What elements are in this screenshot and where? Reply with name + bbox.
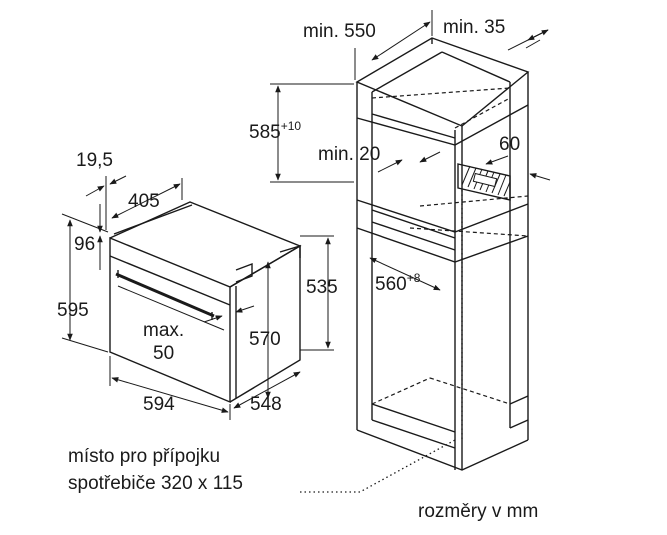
label-19-5: 19,5 bbox=[76, 150, 113, 171]
dimension-lines bbox=[61, 10, 551, 493]
label-570: 570 bbox=[249, 329, 281, 350]
label-560: 560+8 bbox=[375, 271, 421, 295]
label-min-35: min. 35 bbox=[443, 17, 505, 38]
oven-body bbox=[109, 201, 302, 404]
label-535: 535 bbox=[306, 277, 338, 298]
label-96: 96 bbox=[74, 234, 95, 255]
label-585: 585+10 bbox=[249, 119, 301, 143]
label-405: 405 bbox=[128, 191, 160, 212]
label-60: 60 bbox=[499, 134, 520, 155]
label-548: 548 bbox=[250, 394, 282, 415]
dimension-labels: min. 550 min. 35 585+10 min. 20 60 19,5 … bbox=[57, 17, 520, 415]
notes: místo pro přípojku spotřebiče 320 x 115 … bbox=[68, 446, 538, 522]
label-max: max. bbox=[143, 320, 184, 341]
connection-note-line1: místo pro přípojku bbox=[68, 446, 220, 467]
cabinet bbox=[355, 37, 530, 471]
units-note: rozměry v mm bbox=[418, 501, 538, 522]
label-min-20: min. 20 bbox=[318, 144, 380, 165]
connection-note-line2: spotřebiče 320 x 115 bbox=[68, 473, 243, 494]
label-594: 594 bbox=[143, 394, 175, 415]
label-min-550: min. 550 bbox=[303, 21, 376, 42]
label-595: 595 bbox=[57, 300, 89, 321]
label-50: 50 bbox=[153, 343, 174, 364]
